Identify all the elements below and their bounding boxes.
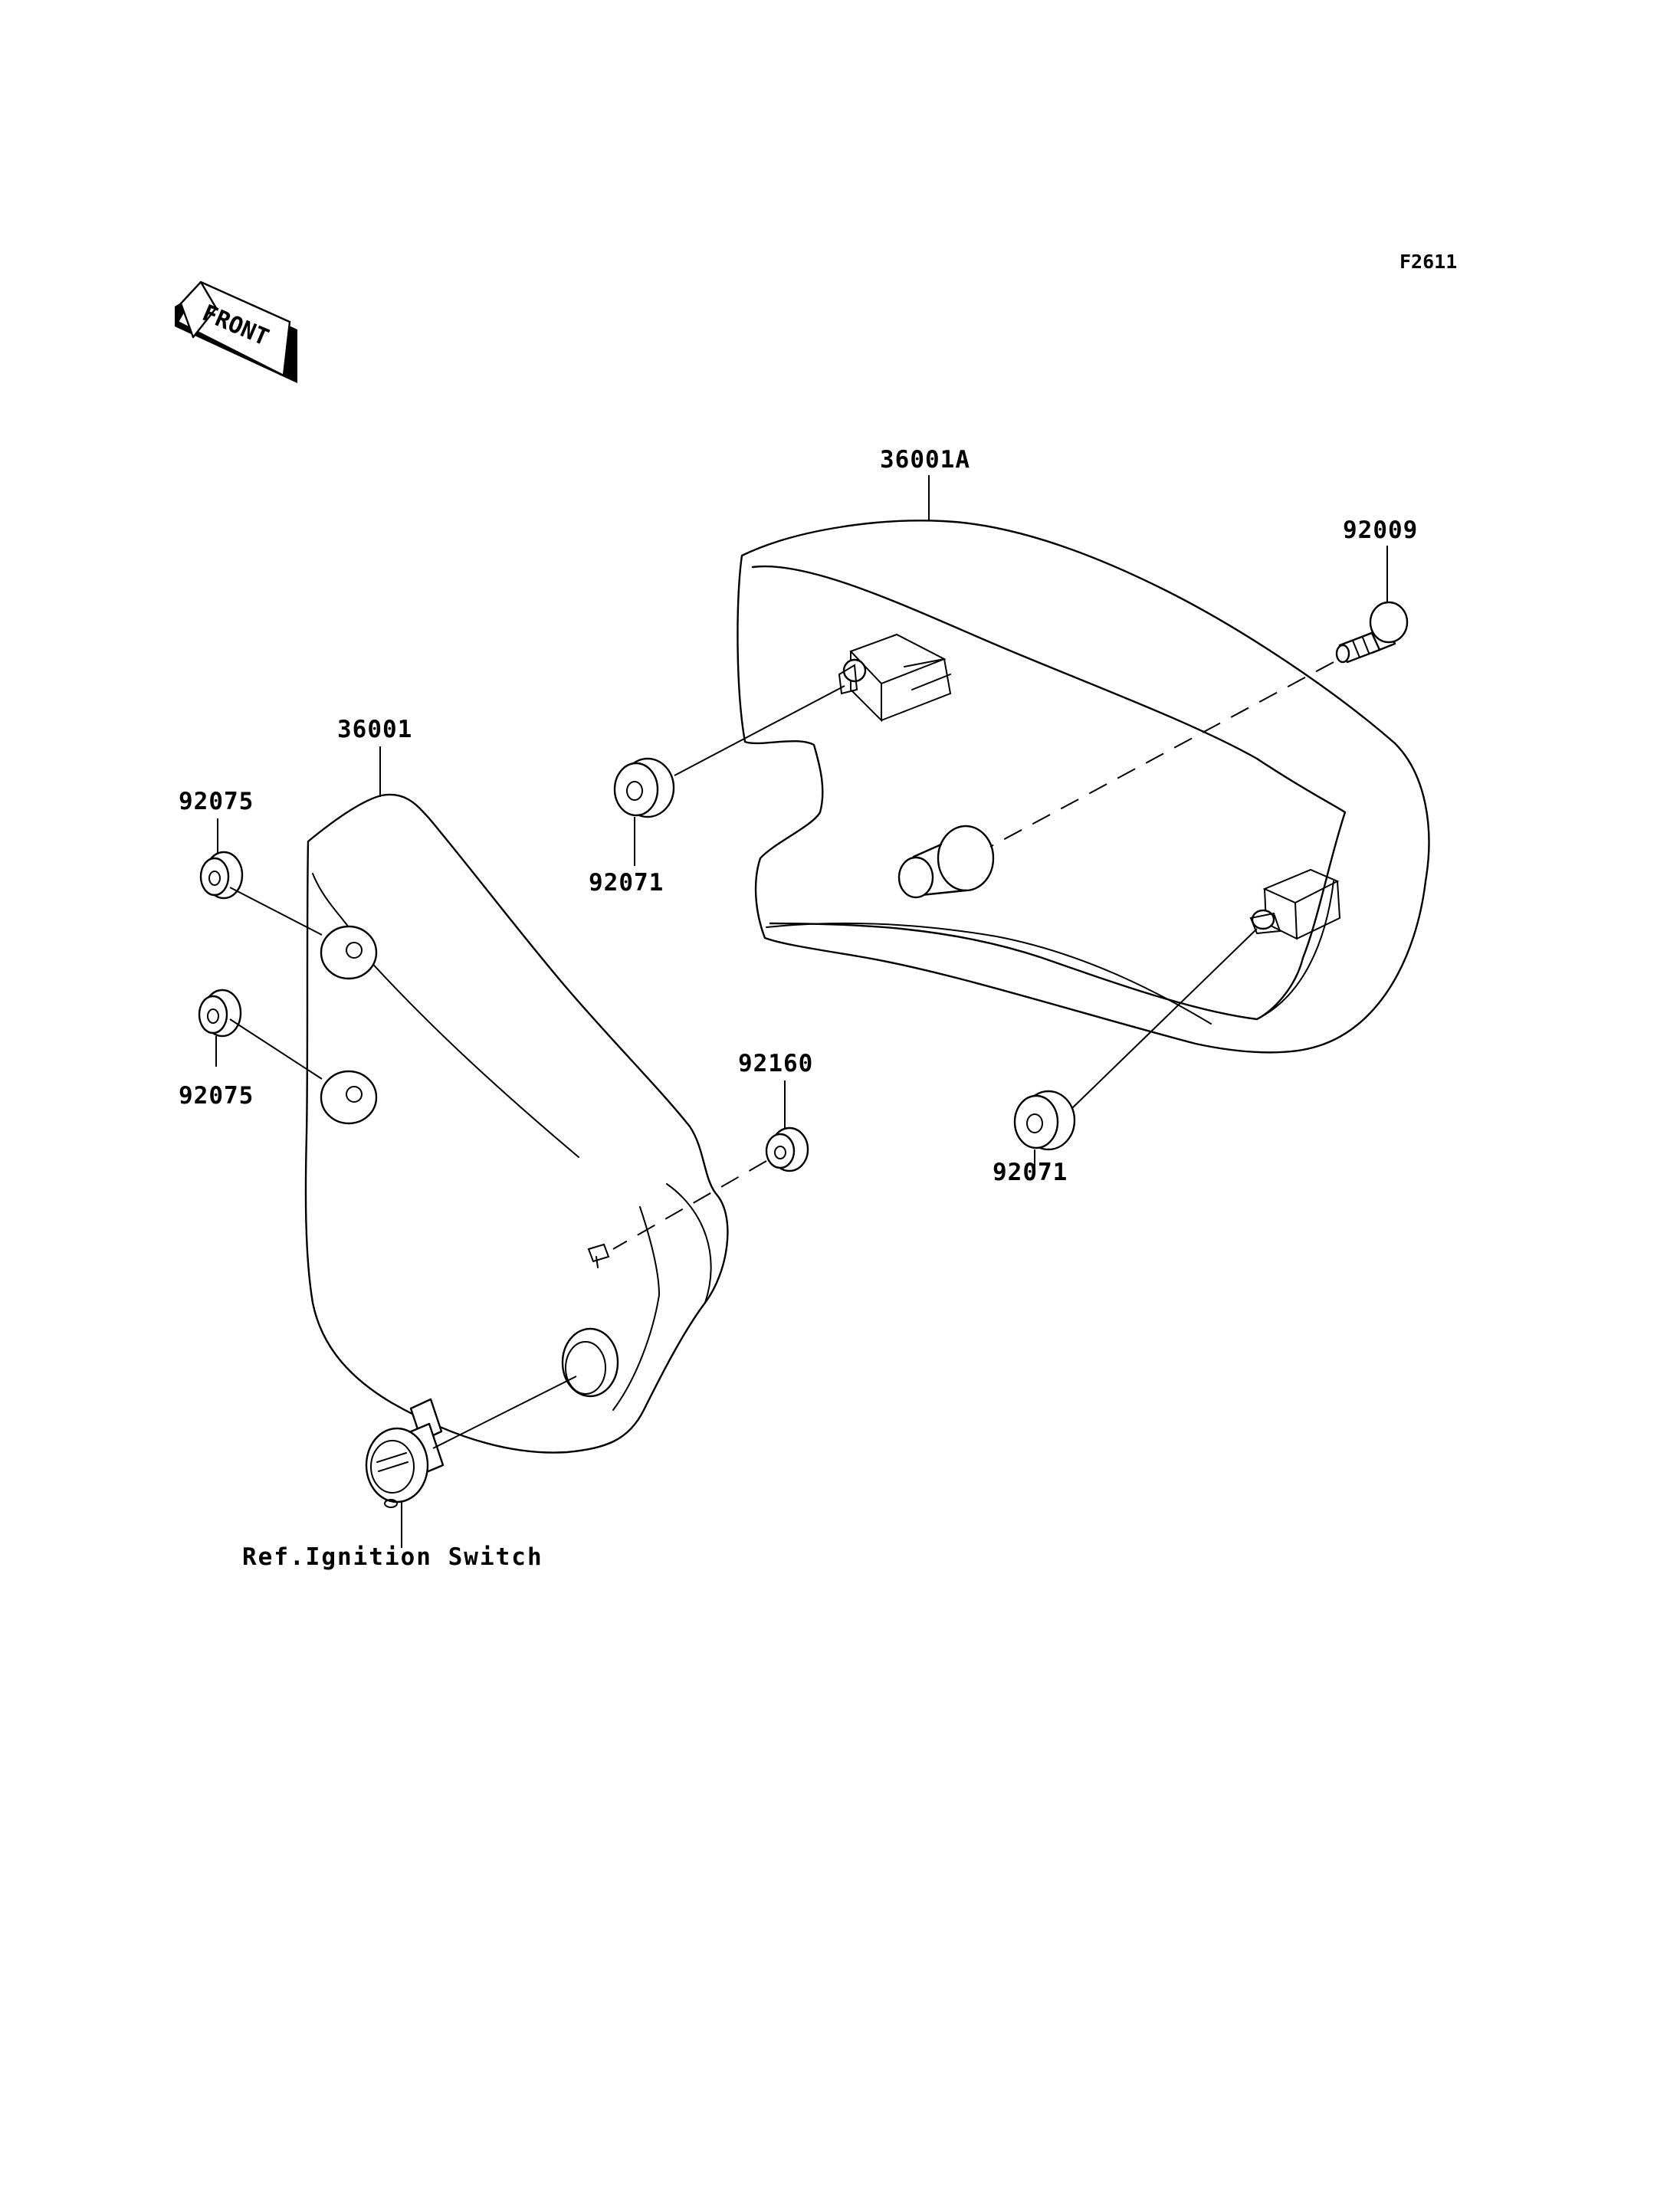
side-cover-left [304, 793, 729, 1454]
label-92071-lower: 92071 [993, 1159, 1068, 1186]
grommet-92075-bottom [198, 989, 242, 1038]
ignition-switch [365, 1398, 445, 1508]
grommet-92071-lower [1013, 1090, 1076, 1151]
label-92071-upper: 92071 [589, 869, 664, 897]
label-92075-top: 92075 [179, 788, 254, 815]
label-92075-bottom: 92075 [179, 1082, 254, 1110]
bolt-92009 [1335, 601, 1409, 664]
grommet-92160 [765, 1126, 809, 1172]
grommet-92075-top [199, 851, 244, 900]
front-arrow-icon: FRONT [175, 280, 297, 383]
label-92009: 92009 [1343, 516, 1418, 544]
label-36001A: 36001A [880, 446, 970, 474]
figure-code: F2611 [1399, 251, 1457, 273]
label-92160: 92160 [738, 1050, 813, 1077]
label-36001: 36001 [337, 716, 412, 743]
grommet-92071-upper [613, 757, 675, 818]
leader-lines [215, 475, 1388, 1548]
side-cover-right [737, 520, 1430, 1054]
label-ref-ignition-switch: Ref.Ignition Switch [242, 1543, 543, 1571]
